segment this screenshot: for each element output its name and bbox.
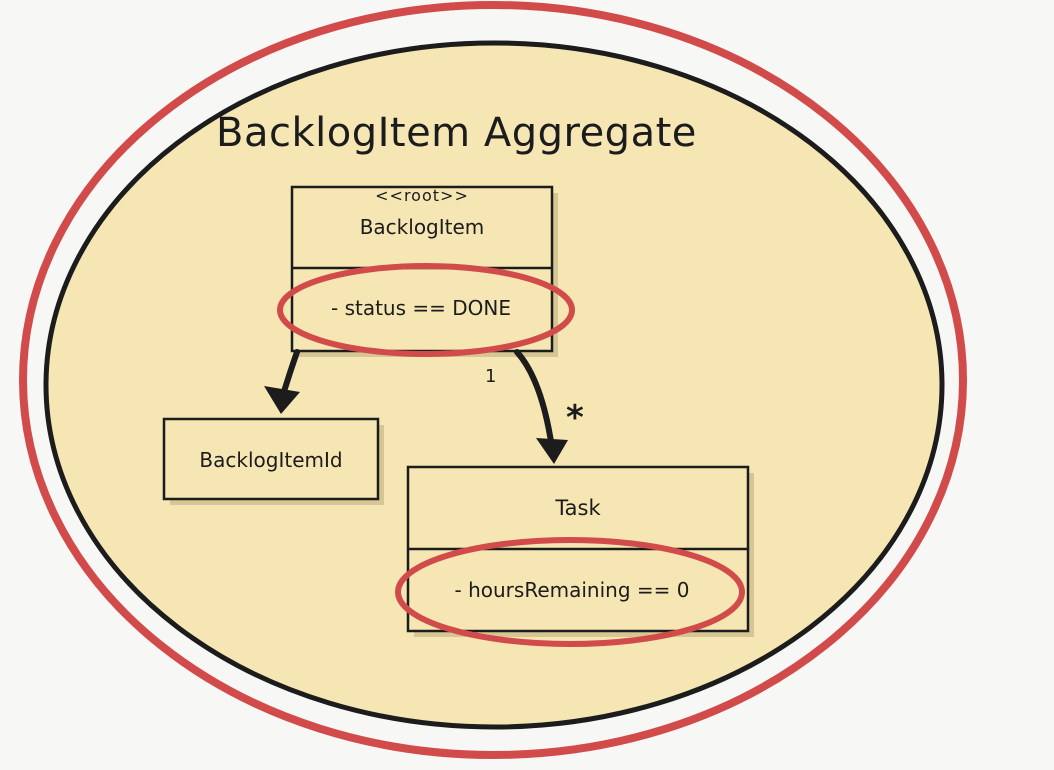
multiplicity-source: 1 — [485, 366, 497, 387]
arrow-root-to-id — [264, 349, 300, 414]
multiplicity-target: * — [566, 398, 584, 438]
root-entity-attribute: - status == DONE — [331, 296, 511, 320]
task-entity-box — [406, 465, 754, 637]
aggregate-title: BacklogItem Aggregate — [216, 110, 697, 156]
aggregate-boundary-red — [19, 1, 967, 759]
root-entity-box — [290, 185, 558, 357]
task-entity-name: Task — [555, 496, 601, 520]
root-stereotype: <<root>> — [375, 186, 469, 205]
status-highlight-ellipse — [277, 263, 575, 357]
task-entity-attribute: - hoursRemaining == 0 — [454, 578, 690, 602]
arrow-root-to-task — [514, 349, 568, 464]
id-value-object-name: BacklogItemId — [199, 448, 343, 472]
hours-highlight-ellipse — [395, 537, 745, 647]
root-entity-name: BacklogItem — [359, 215, 485, 239]
id-value-object-box — [162, 417, 384, 505]
